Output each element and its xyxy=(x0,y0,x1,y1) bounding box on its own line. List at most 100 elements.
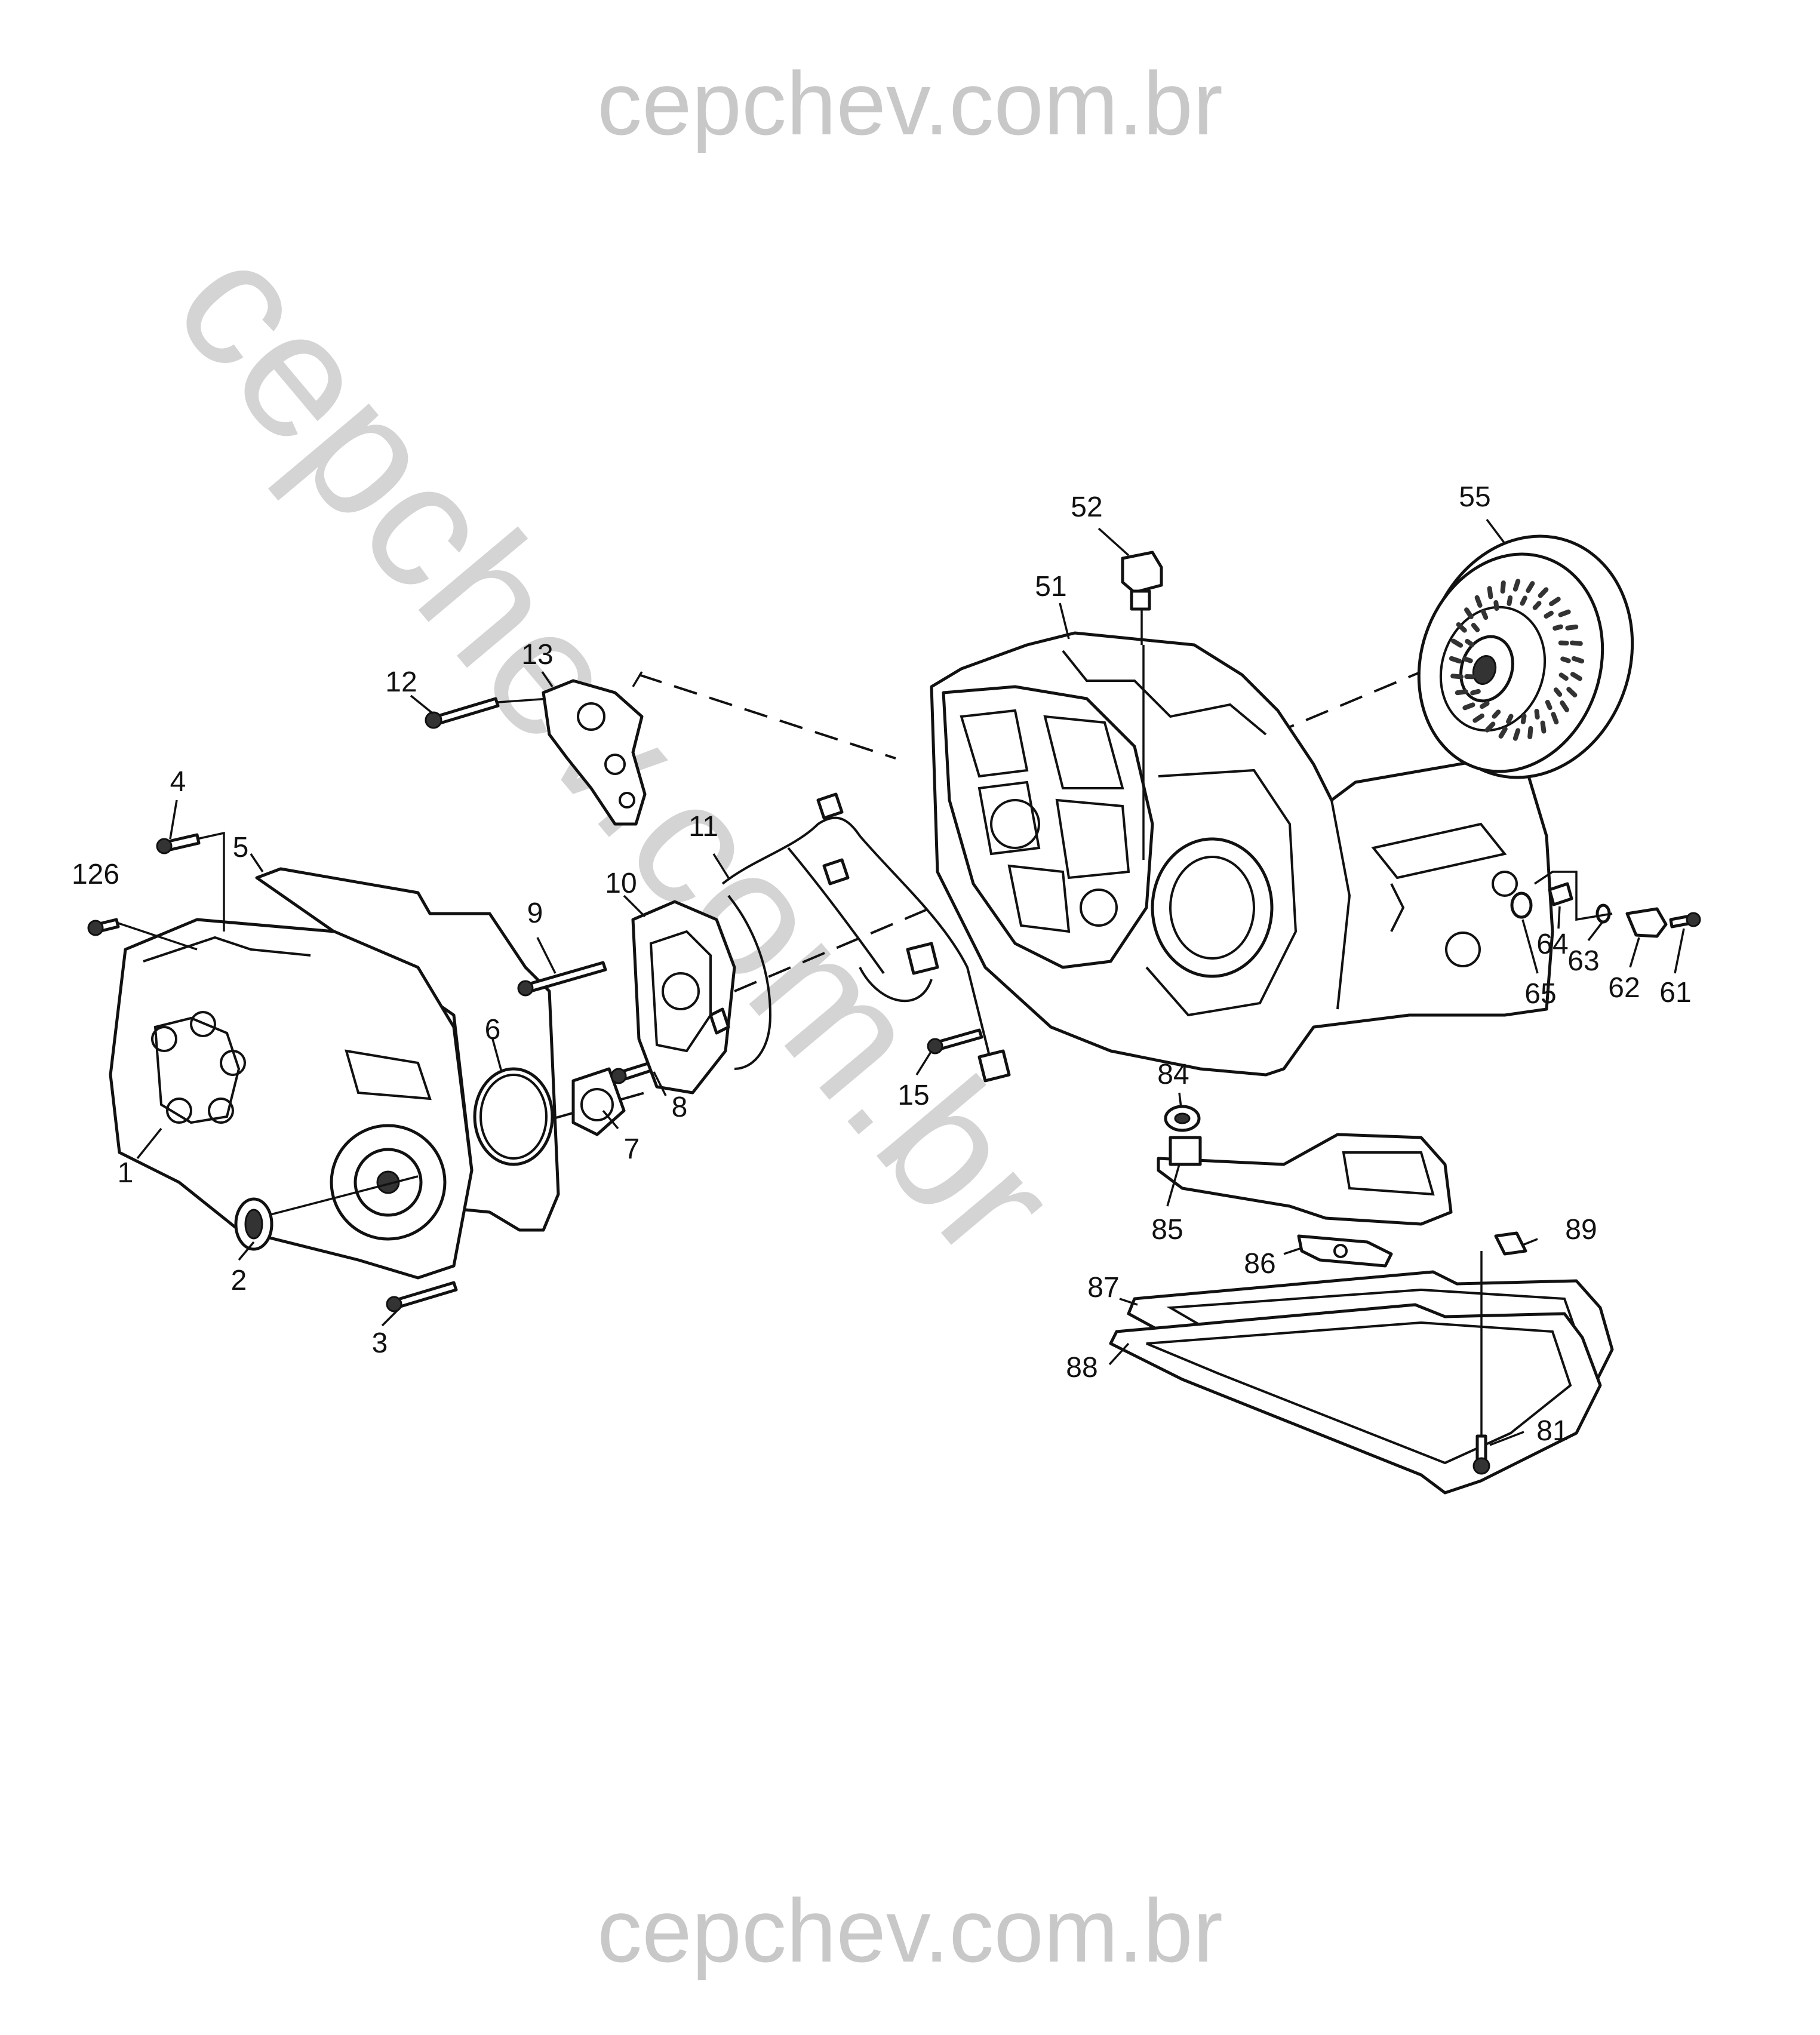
converter-slot xyxy=(1538,587,1549,598)
callout-85: 85 xyxy=(1151,1214,1183,1246)
part-51-transaxle-case xyxy=(930,631,1554,1077)
part-64-filter xyxy=(1548,882,1573,906)
converter-slot xyxy=(1549,597,1561,607)
callout-52: 52 xyxy=(1071,491,1102,523)
converter-slot xyxy=(1532,601,1542,610)
converter-slot xyxy=(1464,674,1475,680)
callout-87: 87 xyxy=(1087,1272,1119,1304)
converter-slot xyxy=(1560,656,1571,663)
converter-slot xyxy=(1462,702,1475,711)
part-88-oil-pan xyxy=(1109,1303,1602,1495)
callout-126: 126 xyxy=(72,859,119,890)
converter-slot xyxy=(1571,656,1585,664)
callout-61: 61 xyxy=(1659,977,1691,1009)
sensor-leader-bracket xyxy=(1534,871,1613,921)
converter-slot xyxy=(1534,709,1540,720)
converter-slot xyxy=(1507,595,1513,606)
callout-64: 64 xyxy=(1536,929,1568,960)
callout-2: 2 xyxy=(231,1265,247,1296)
converter-slot xyxy=(1492,709,1501,719)
callout-63: 63 xyxy=(1567,945,1599,977)
converter-slot xyxy=(1540,720,1547,734)
part-85-oil-filter xyxy=(1157,1133,1453,1226)
converter-slot xyxy=(1506,714,1514,724)
part-52-fill-cap xyxy=(1121,551,1163,645)
callout-9: 9 xyxy=(527,897,543,929)
callout-15: 15 xyxy=(897,1080,929,1111)
part-11-wiring-harness xyxy=(709,792,1011,1083)
converter-slot xyxy=(1493,600,1499,611)
callout-8: 8 xyxy=(672,1092,688,1123)
converter-slot xyxy=(1526,581,1535,594)
part-126-bolt xyxy=(87,918,198,951)
converter-slot xyxy=(1451,638,1464,648)
callout-89: 89 xyxy=(1565,1214,1597,1246)
converter-slot xyxy=(1570,672,1582,681)
callout-10: 10 xyxy=(605,868,637,899)
converter-slot xyxy=(1472,713,1484,723)
callout-65: 65 xyxy=(1524,978,1556,1010)
callout-88: 88 xyxy=(1066,1352,1097,1384)
callout-13: 13 xyxy=(521,639,553,671)
converter-slot xyxy=(1512,579,1521,592)
converter-slot xyxy=(1512,728,1521,741)
watermark-bottom: cepchev.com.br xyxy=(597,1880,1223,1981)
converter-slot xyxy=(1560,700,1569,712)
converter-slot xyxy=(1481,609,1489,620)
converter-slot xyxy=(1462,656,1473,663)
callout-55: 55 xyxy=(1459,481,1490,513)
converter-slot xyxy=(1470,688,1481,696)
converter-slot xyxy=(1553,687,1563,697)
converter-slot xyxy=(1565,624,1579,631)
callout-4: 4 xyxy=(170,766,186,798)
callout-11: 11 xyxy=(688,811,718,843)
converter-slot xyxy=(1500,580,1506,594)
part-15-bolt xyxy=(927,1028,983,1055)
converter-slot xyxy=(1558,609,1571,617)
converter-slot xyxy=(1450,674,1464,680)
part-84-filter-seal xyxy=(1164,1105,1201,1132)
callout-leaders xyxy=(136,518,1685,1446)
part-13-bracket xyxy=(542,671,647,826)
converter-slot xyxy=(1544,610,1554,619)
part-10-pump-body xyxy=(631,900,736,1095)
part-9-bolt xyxy=(517,961,607,997)
part-61-bolt xyxy=(1669,912,1701,929)
converter-slot xyxy=(1456,622,1467,633)
converter-slot xyxy=(1558,640,1569,645)
part-86-bracket xyxy=(1297,1234,1393,1268)
callout-1: 1 xyxy=(118,1157,134,1189)
converter-slot xyxy=(1464,607,1474,619)
converter-slot xyxy=(1465,638,1475,647)
callout-86: 86 xyxy=(1244,1248,1275,1280)
callout-51: 51 xyxy=(1035,571,1066,602)
part-12-bolt xyxy=(425,697,550,729)
converter-slot xyxy=(1569,640,1583,646)
callout-62: 62 xyxy=(1608,972,1640,1004)
callout-5: 5 xyxy=(233,832,249,863)
converter-slot xyxy=(1487,586,1493,600)
part-7-retainer xyxy=(571,1067,626,1136)
converter-slot xyxy=(1520,595,1527,606)
converter-slot xyxy=(1471,623,1480,632)
part-81-drain-bolt xyxy=(1472,1251,1490,1475)
converter-slot xyxy=(1558,672,1569,681)
callout-12: 12 xyxy=(385,666,417,698)
part-89-pad xyxy=(1494,1231,1527,1256)
converter-slot xyxy=(1527,726,1533,739)
callout-3: 3 xyxy=(372,1327,388,1359)
part-1-side-cover xyxy=(109,918,474,1280)
watermark-top: cepchev.com.br xyxy=(597,53,1223,153)
converter-slot-pattern xyxy=(1449,579,1585,741)
callout-6: 6 xyxy=(485,1014,501,1046)
callout-81: 81 xyxy=(1536,1415,1568,1447)
converter-slot xyxy=(1551,712,1559,725)
converter-slot xyxy=(1474,595,1483,608)
converter-slot xyxy=(1449,656,1462,664)
converter-slot xyxy=(1455,689,1468,696)
converter-slot xyxy=(1552,624,1563,631)
converter-slot xyxy=(1545,699,1552,711)
part-2-seal xyxy=(234,1197,273,1251)
part-4-bolt xyxy=(156,831,225,932)
